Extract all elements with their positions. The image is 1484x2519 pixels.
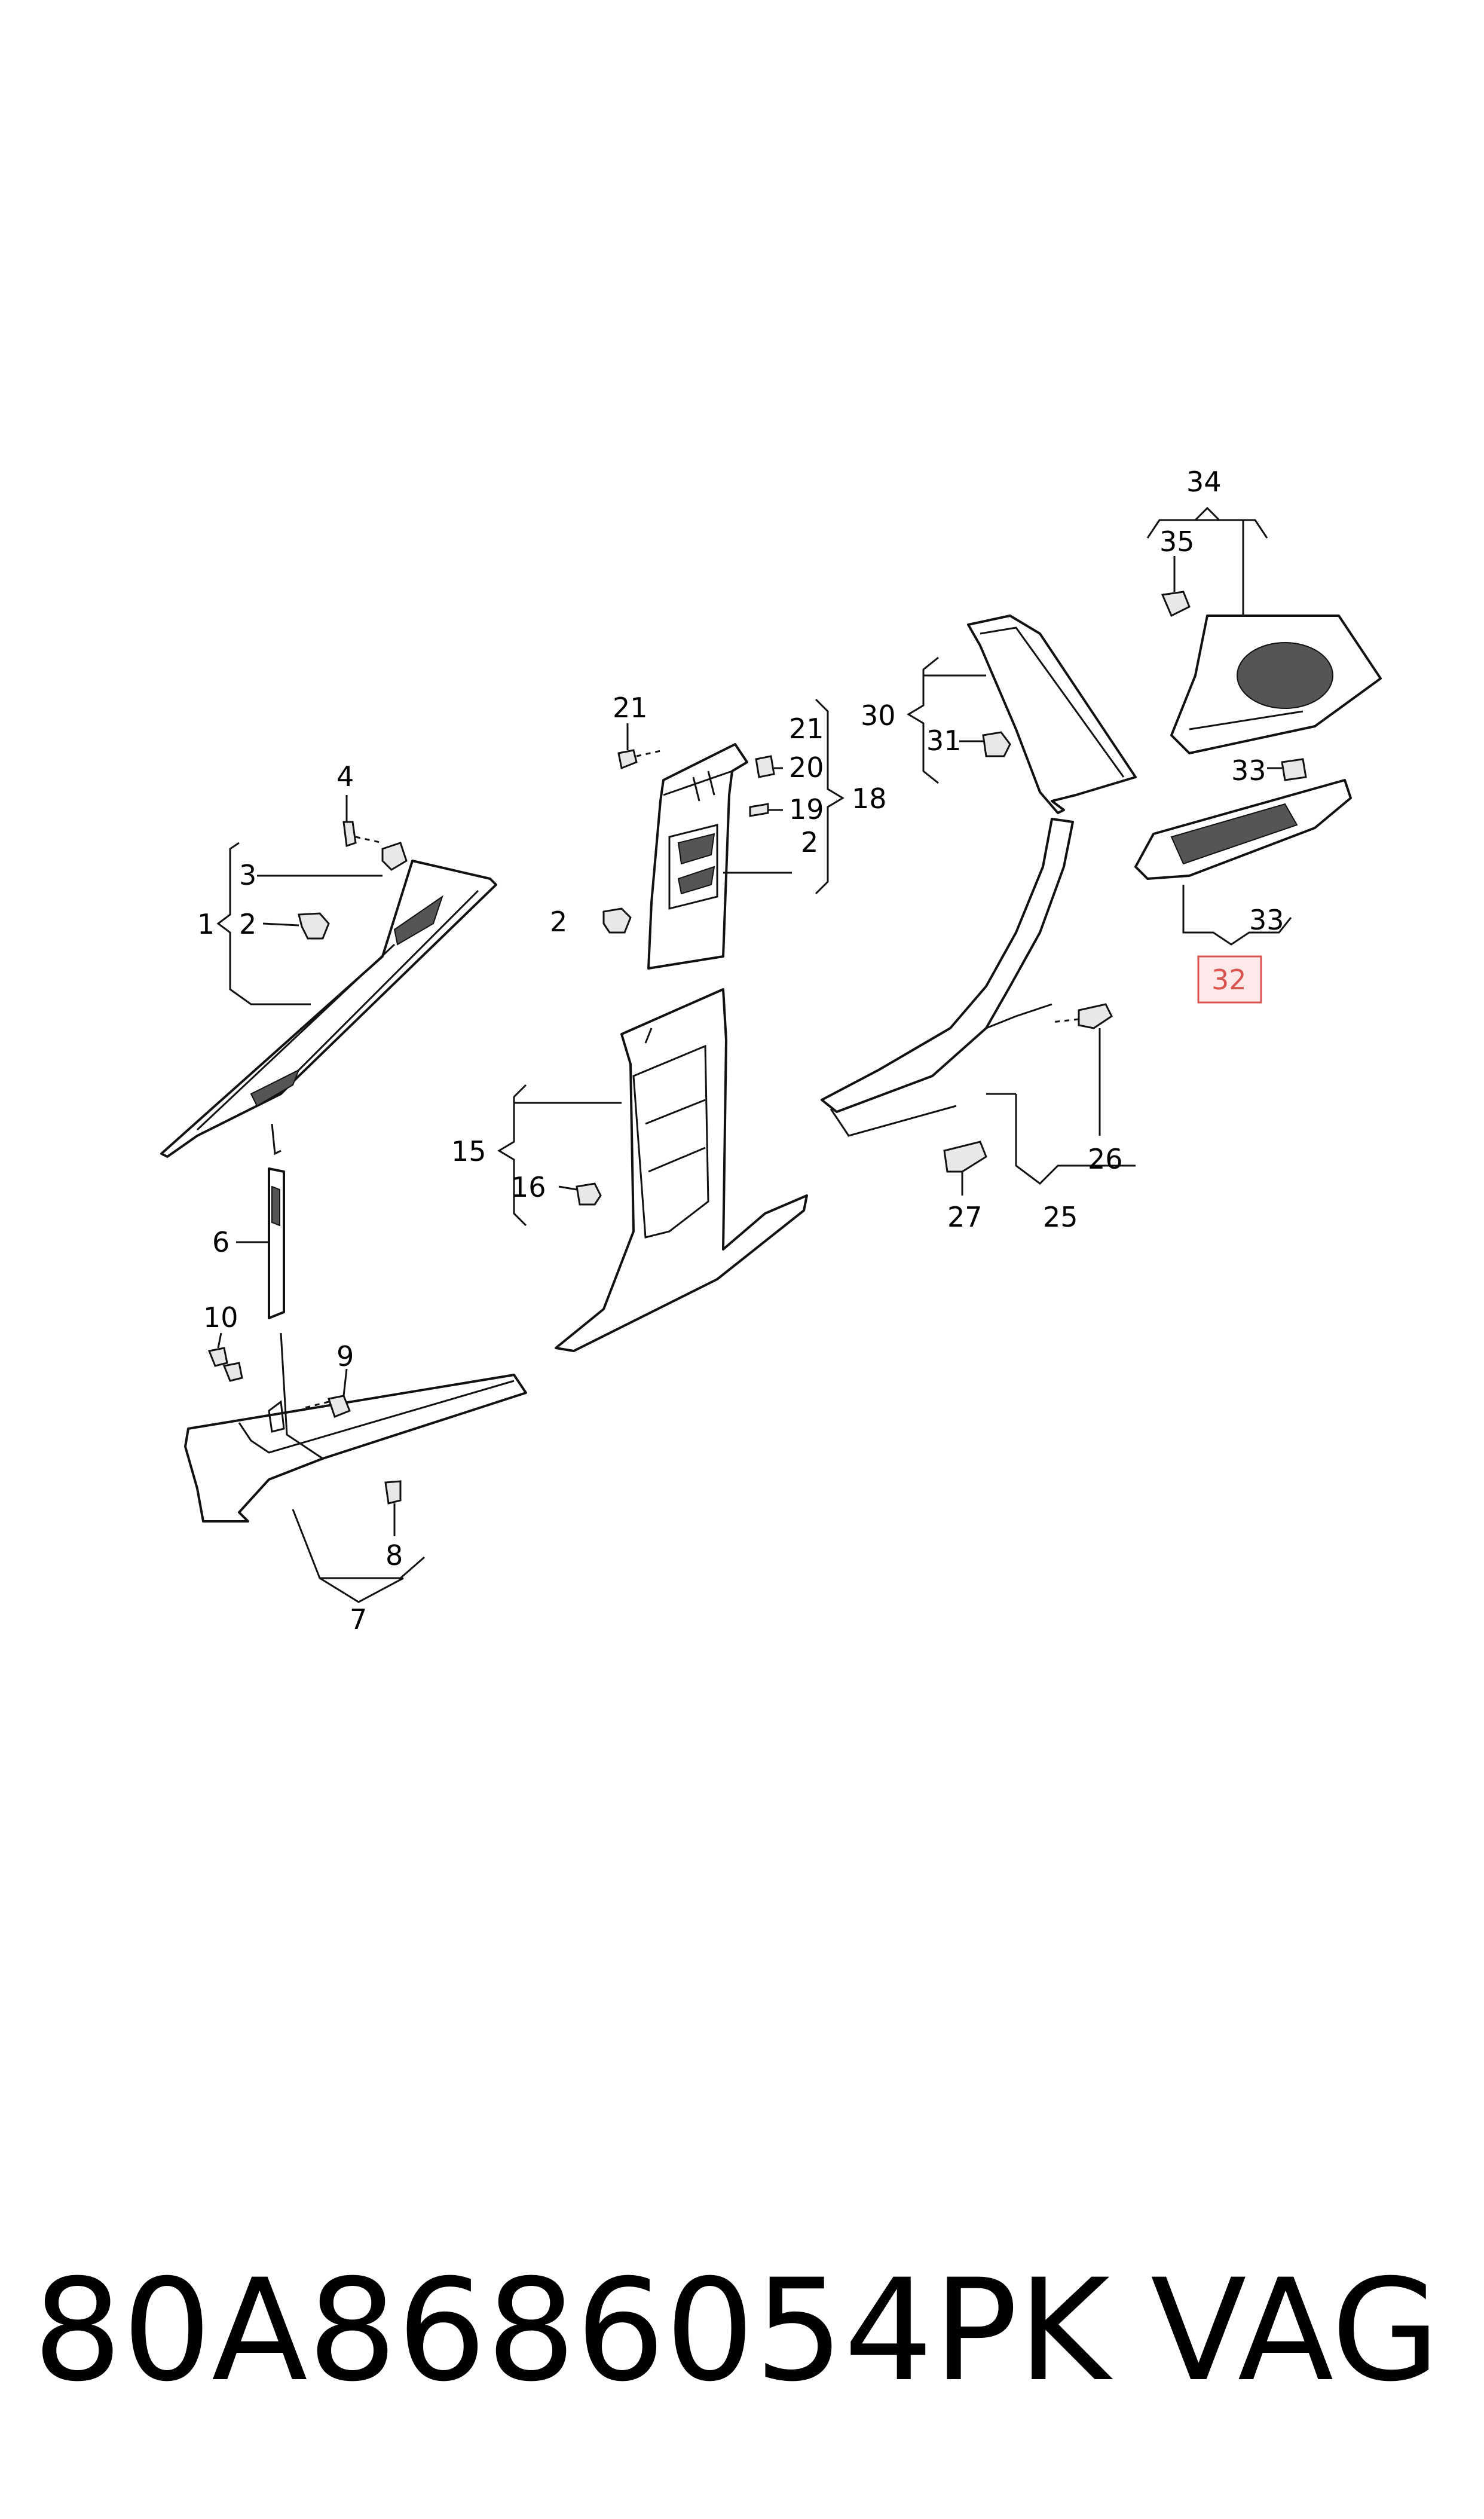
- callout-7: 7: [350, 1603, 367, 1635]
- footer: 80A8686054PK VAG: [33, 2254, 1467, 2409]
- clip-31: [982, 731, 1011, 757]
- callout-32: 32: [1211, 964, 1247, 996]
- callout-19: 19: [789, 793, 824, 826]
- callout-34: 34: [1186, 466, 1222, 498]
- clip-16: [576, 1182, 602, 1206]
- rear-sill-trim: [821, 818, 1074, 1137]
- callout-20: 20: [789, 751, 824, 784]
- b-pillar-upper-trim: [647, 743, 748, 970]
- callout-30: 30: [861, 699, 896, 732]
- callout-16: 16: [511, 1171, 546, 1203]
- clip-8: [384, 1480, 402, 1505]
- callout-26: 26: [1088, 1143, 1123, 1175]
- callout-labels: 1 2 3 4 6 7 8 9 10 15 16 18 19 20 21 21 …: [197, 466, 1284, 1635]
- callout-15: 15: [451, 1135, 486, 1167]
- callout-10: 10: [203, 1301, 238, 1334]
- leader-lines: [216, 506, 1292, 1603]
- callout-3: 3: [239, 859, 256, 891]
- callout-6: 6: [212, 1226, 230, 1258]
- callout-2-c: 2: [550, 906, 567, 938]
- trim-panel-32: [1134, 779, 1352, 880]
- clip-26: [1051, 1003, 1113, 1029]
- rear-speaker-trim: [1170, 615, 1382, 754]
- insert-19: [749, 803, 769, 817]
- callout-1: 1: [197, 908, 215, 940]
- trim-6: [268, 1167, 285, 1319]
- b-pillar-lower-trim: [555, 988, 808, 1352]
- sill-panel: [184, 1332, 527, 1523]
- clip-33: [1281, 758, 1307, 781]
- callout-9: 9: [336, 1340, 354, 1372]
- clip-27: [943, 1141, 987, 1173]
- callout-25: 25: [1043, 1201, 1078, 1233]
- part-number: 80A8686054PK: [33, 2249, 1110, 2413]
- clip-20: [755, 755, 775, 778]
- clip-2-left: [298, 912, 330, 940]
- screw-9: [304, 1395, 351, 1418]
- callout-27: 27: [947, 1201, 983, 1233]
- callout-8: 8: [385, 1539, 403, 1572]
- callout-35: 35: [1159, 525, 1195, 558]
- screw-21-left: [617, 749, 664, 770]
- bracket-3: [381, 842, 408, 871]
- callout-21-b: 21: [789, 713, 824, 745]
- callout-21-a: 21: [613, 692, 648, 724]
- callout-31: 31: [926, 724, 962, 757]
- callout-2-b: 2: [801, 826, 818, 858]
- a-pillar-trim: [160, 860, 497, 1158]
- callout-33-b: 33: [1249, 904, 1284, 936]
- callout-18: 18: [852, 782, 887, 815]
- callout-33-a: 33: [1231, 754, 1266, 787]
- screw-4: [342, 821, 383, 848]
- callout-2-a: 2: [239, 908, 256, 940]
- clip-10: [207, 1347, 243, 1382]
- callout-4: 4: [336, 760, 354, 793]
- c-pillar-upper-trim: [967, 615, 1137, 814]
- clip-2-right: [602, 907, 632, 934]
- brand-name: VAG: [1151, 2249, 1440, 2413]
- clip-35: [1161, 591, 1191, 617]
- callout-32-highlight: [1197, 955, 1262, 1004]
